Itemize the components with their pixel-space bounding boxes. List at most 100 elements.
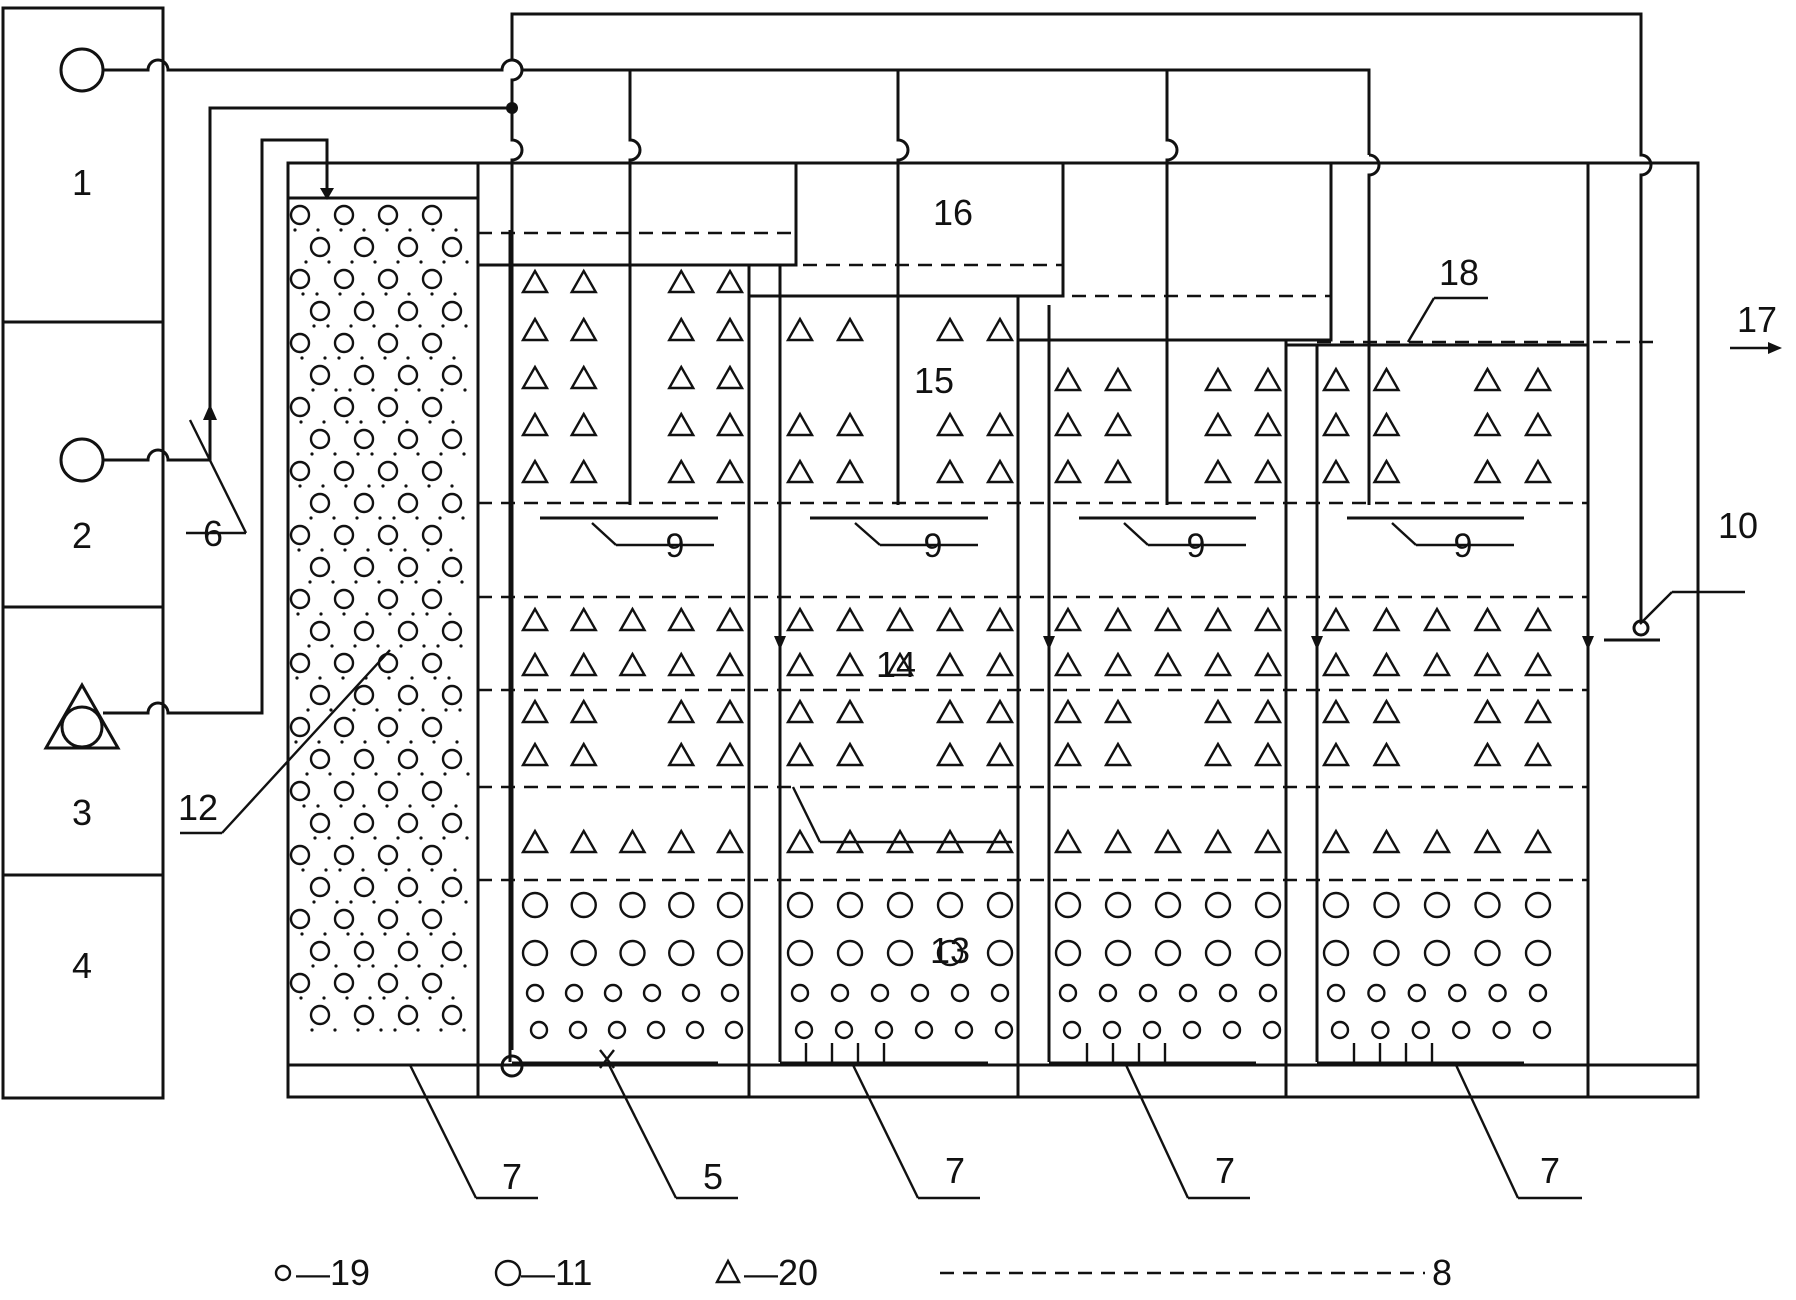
filter-media-icon xyxy=(353,684,375,706)
triangle-icon xyxy=(985,316,1015,342)
filter-media-icon xyxy=(353,812,375,834)
label-9c: 9 xyxy=(1187,527,1206,565)
sand-dot xyxy=(411,612,415,616)
sand-dot xyxy=(299,996,303,1000)
large-circle-icon xyxy=(668,939,695,967)
triangle-icon xyxy=(1203,741,1233,767)
sand-dot xyxy=(452,356,456,360)
triangle-icon xyxy=(1523,411,1553,437)
large-circle-icon xyxy=(1373,891,1400,919)
triangle-icon xyxy=(1103,366,1133,392)
sand-dot xyxy=(296,612,300,616)
triangle-icon xyxy=(1053,606,1083,632)
small-circle-icon xyxy=(603,983,623,1003)
triangle-icon xyxy=(985,651,1015,677)
sand-dot xyxy=(362,228,366,232)
filter-media-icon xyxy=(377,460,399,482)
filter-media-icon xyxy=(309,364,331,386)
sand-dot xyxy=(301,292,305,296)
sand-dot xyxy=(312,900,316,904)
large-circle-icon xyxy=(1054,891,1082,919)
filter-media-icon xyxy=(397,748,419,770)
triangle-icon xyxy=(1153,651,1183,677)
small-circle-icon xyxy=(1138,983,1158,1003)
triangle-icon xyxy=(1473,366,1502,392)
triangle-icon xyxy=(1321,411,1351,437)
filter-media-icon xyxy=(421,460,443,482)
label-2: 2 xyxy=(72,515,92,556)
small-circle-icon xyxy=(1411,1020,1431,1040)
sand-dot xyxy=(406,356,410,360)
filter-media-icon xyxy=(333,524,355,546)
filter-media-icon xyxy=(309,940,331,962)
triangle-icon xyxy=(667,364,696,390)
sand-dot xyxy=(294,740,298,744)
triangle-icon xyxy=(935,606,965,632)
triangle-icon xyxy=(935,698,965,724)
sand-dot xyxy=(395,900,399,904)
sand-dot xyxy=(443,772,447,776)
label-7d: 7 xyxy=(1540,1150,1560,1191)
triangle-icon xyxy=(1523,606,1553,632)
flow-arrows xyxy=(774,636,1594,650)
sand-dot xyxy=(462,1028,466,1032)
small-circle-icon xyxy=(1326,983,1346,1003)
filter-media-icon xyxy=(309,556,331,578)
sand-dot xyxy=(397,772,401,776)
sand-dot xyxy=(439,452,443,456)
triangle-icon xyxy=(935,651,965,677)
sand-dot xyxy=(429,932,433,936)
large-circle-icon xyxy=(1474,891,1501,919)
small-circle-icon xyxy=(790,983,810,1003)
triangle-icon xyxy=(1053,741,1083,767)
large-circle-icon xyxy=(786,891,814,919)
triangle-icon xyxy=(1103,606,1133,632)
sand-dot xyxy=(354,580,358,584)
large-circle-icon xyxy=(716,939,744,967)
small-circle-icon xyxy=(642,983,662,1003)
filter-media-icon xyxy=(441,1004,463,1026)
filter-media-icon xyxy=(289,780,311,802)
sand-dot xyxy=(330,644,334,648)
sand-dot xyxy=(295,676,299,680)
filter-media-icon xyxy=(397,620,419,642)
triangle-icon xyxy=(1523,458,1553,484)
filter-media-icon xyxy=(441,428,463,450)
sand-dot xyxy=(436,644,440,648)
sand-dot xyxy=(395,324,399,328)
triangle-icon xyxy=(1473,828,1502,854)
large-circle-icon xyxy=(986,891,1014,919)
label-9d: 9 xyxy=(1454,527,1473,565)
sand-dot xyxy=(428,420,432,424)
filter-media-icon xyxy=(421,204,443,226)
filter-media-icon xyxy=(421,524,443,546)
sand-dot xyxy=(427,484,431,488)
sand-dot xyxy=(371,388,375,392)
large-circle-icon xyxy=(836,891,864,919)
small-circle-icon xyxy=(1222,1020,1242,1040)
filter-media-icon xyxy=(309,428,331,450)
triangle-icon xyxy=(1321,698,1351,724)
filter-media-icon xyxy=(333,396,355,418)
filter-media-icon xyxy=(441,300,463,322)
filter-media-icon xyxy=(397,364,419,386)
small-circle-icon xyxy=(1451,1020,1471,1040)
triangle-icon xyxy=(520,651,550,677)
sand-dot xyxy=(332,516,336,520)
filter-media-icon xyxy=(397,684,419,706)
sand-dot xyxy=(322,996,326,1000)
triangle-icon xyxy=(715,606,745,632)
triangle-icon xyxy=(520,316,550,342)
sand-dot xyxy=(441,900,445,904)
label-1: 1 xyxy=(72,162,92,203)
filter-media-icon xyxy=(353,300,375,322)
sand-dot xyxy=(438,516,442,520)
sand-dot xyxy=(430,868,434,872)
triangle-icon xyxy=(618,606,647,632)
small-circle-icon xyxy=(1532,1020,1552,1040)
sand-dot xyxy=(361,868,365,872)
large-circle-icon xyxy=(1104,939,1132,967)
large-circle-icon xyxy=(1204,939,1232,967)
sand-dot xyxy=(309,516,313,520)
filter-media-icon xyxy=(333,268,355,290)
